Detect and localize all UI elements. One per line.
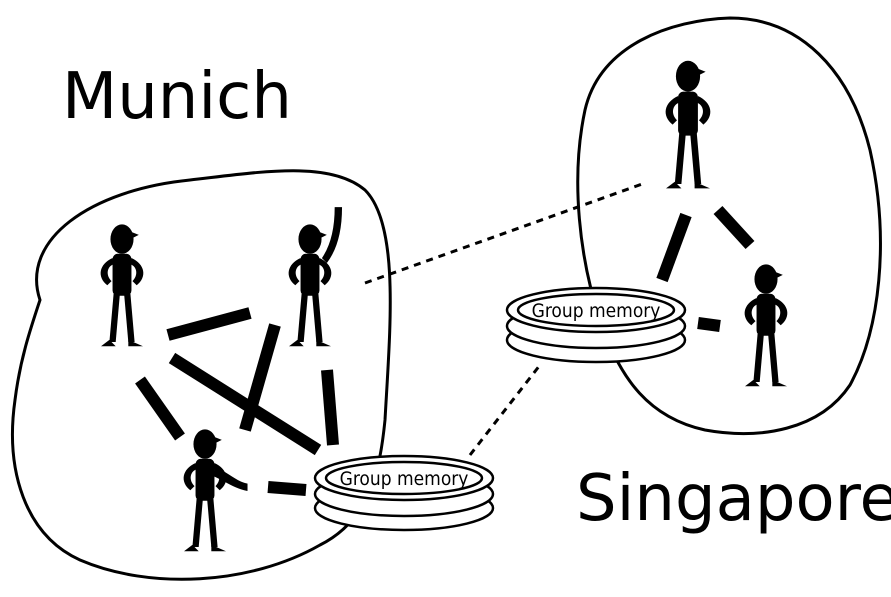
wan-link-persons <box>364 181 646 285</box>
singapore-group-memory: Group memory <box>505 286 687 364</box>
munich-group-memory: Group memory <box>313 454 495 532</box>
link-p2-memory <box>321 369 339 446</box>
link-p1-memory <box>168 352 322 456</box>
munich-person-2 <box>288 207 343 347</box>
munich-memory-label: Group memory <box>340 468 469 490</box>
singapore-label: Singapore <box>576 462 891 536</box>
wan-link-memories <box>468 364 542 456</box>
link-p1-p2 <box>166 307 252 341</box>
disk-top <box>324 460 484 496</box>
munich-links <box>135 307 339 496</box>
munich-person-3 <box>183 429 248 552</box>
munich-label: Munich <box>62 60 292 134</box>
singapore-memory-label: Group memory <box>532 300 661 322</box>
link-s2-memory <box>697 317 721 332</box>
link-s1-memory <box>656 212 692 283</box>
disk-top <box>516 292 676 328</box>
link-p1-p3 <box>135 376 185 441</box>
singapore-links <box>656 205 755 332</box>
link-p2-p3 <box>239 323 281 432</box>
link-s1-s2 <box>713 205 755 250</box>
link-p3-memory <box>267 481 307 496</box>
